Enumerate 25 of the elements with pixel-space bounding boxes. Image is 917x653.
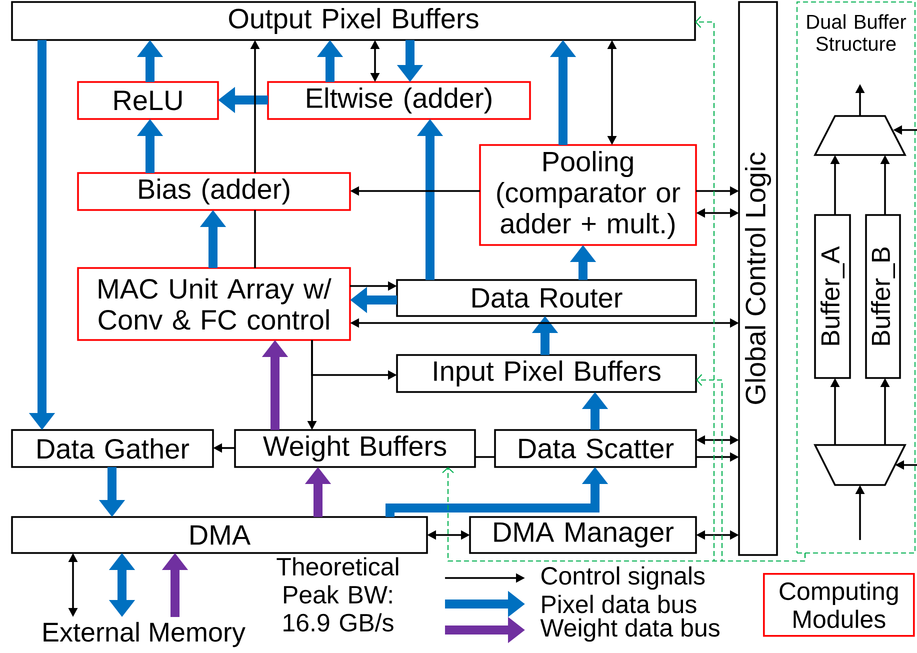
block-box: DMA Manager [469, 516, 697, 554]
legend-label: Pixel data bus [542, 594, 696, 614]
compute-block: Bias (adder) [77, 172, 351, 211]
block-box: Data Gather [11, 429, 214, 468]
vertical-block: Buffer_A [814, 214, 851, 379]
compute-block: ReLU [77, 81, 219, 120]
legend-box: Computing Modules [763, 573, 915, 637]
connector-line [254, 210, 256, 268]
compute-block: Pooling (comparator or adder + mult.) [479, 144, 697, 246]
dashed-arrow [442, 467, 806, 562]
block-box: Data Router [396, 279, 697, 317]
connector-line [475, 456, 495, 458]
vertical-block: Buffer_B [865, 214, 901, 379]
block-box: Data Scatter [494, 429, 697, 468]
block-box: Weight Buffers [234, 429, 476, 468]
legend-label: Weight data bus [540, 618, 720, 642]
block-box: Output Pixel Buffers [11, 1, 696, 41]
block-box: DMA [11, 516, 428, 554]
compute-block: Eltwise (adder) [267, 81, 531, 120]
block-box: Input Pixel Buffers [396, 354, 697, 393]
text-label: External Memory [44, 622, 246, 648]
legend-label: Control signals [541, 566, 705, 590]
bandwidth-note: Theoretical Peak BW: 16.9 GB/s [276, 557, 398, 632]
compute-block: MAC Unit Array w/ Conv & FC control [77, 267, 351, 341]
vertical-block: Global Control Logic [738, 1, 778, 556]
